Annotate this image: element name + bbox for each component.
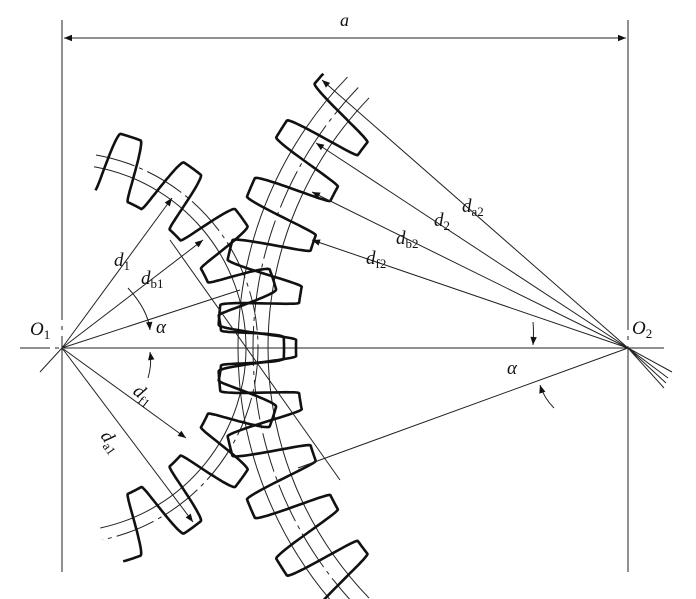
- da1-label: da1: [94, 427, 125, 458]
- addendum-ref-circle-2: [237, 76, 348, 599]
- db2-leader: [311, 191, 629, 349]
- alpha-arrow-2a: [530, 321, 537, 346]
- d1-leader: [61, 197, 173, 349]
- base-circle-2: [267, 97, 370, 599]
- da2-label: da2: [462, 196, 484, 219]
- pitch-circle-2: [252, 87, 359, 599]
- df1-leader: [61, 347, 187, 439]
- alpha-label-2: α: [507, 358, 518, 379]
- gear1-tooth-profile: [94, 132, 286, 563]
- center2-label: O2: [632, 318, 652, 341]
- df2-leader: [311, 239, 629, 349]
- center1-tick: [39, 347, 63, 373]
- alpha-line-1: [61, 289, 241, 349]
- pitch-circle-1: [95, 154, 259, 541]
- center-distance-label: a: [340, 10, 349, 30]
- alpha-arrow-1a: [127, 287, 153, 331]
- d2-label: d2: [434, 210, 450, 233]
- da2-leader: [321, 79, 629, 349]
- gear2-tooth-profile: [217, 72, 369, 599]
- alpha-label-1: α: [156, 317, 167, 338]
- alpha-line-2: [297, 347, 629, 469]
- d1-label: d1: [114, 250, 130, 273]
- d2-leader: [315, 142, 629, 349]
- alpha-arrow-2b: [539, 384, 555, 409]
- alpha-arrow-1b: [147, 351, 155, 379]
- line-of-action: [169, 239, 341, 481]
- center2-ticks: [627, 347, 673, 389]
- df2-label: df2: [366, 248, 386, 271]
- db1-leader: [61, 239, 204, 349]
- center1-label: O1: [30, 319, 50, 342]
- base-circle-1: [93, 166, 247, 529]
- db2-label: db2: [396, 228, 419, 251]
- da1-leader: [61, 347, 194, 523]
- db1-label: db1: [141, 268, 164, 291]
- df1-label: df1: [128, 380, 158, 411]
